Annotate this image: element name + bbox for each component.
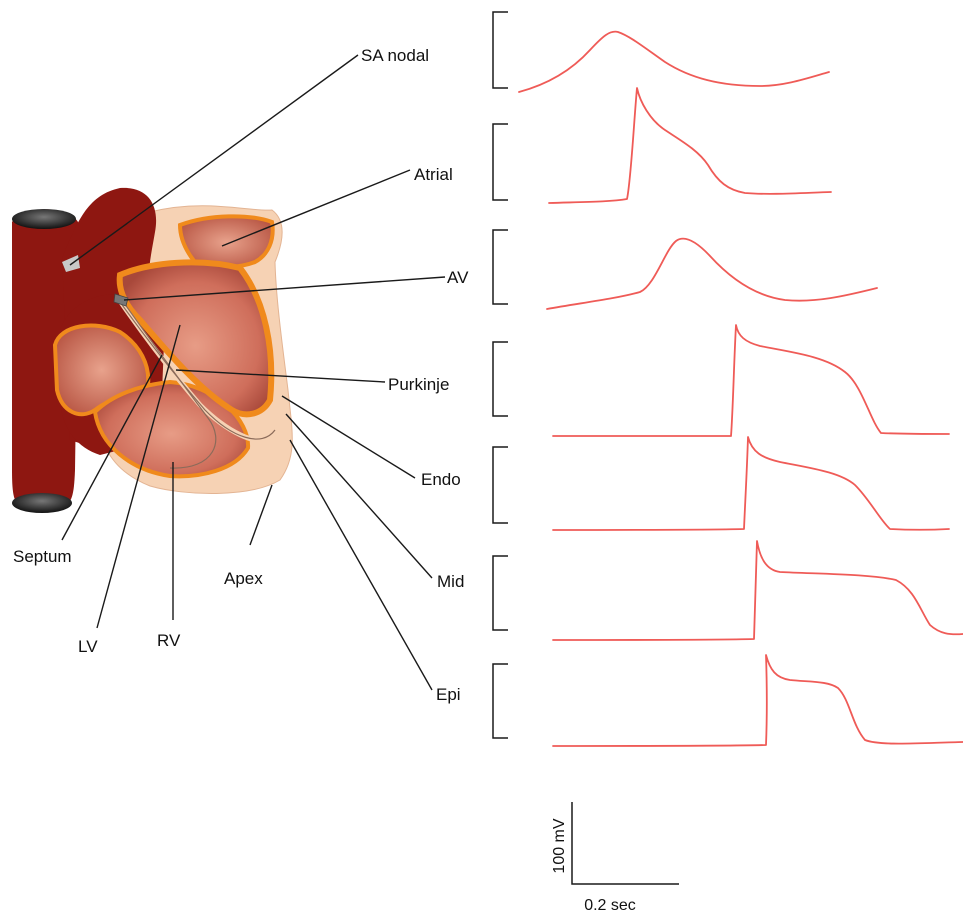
label-septum: Septum bbox=[13, 547, 72, 566]
scale-bar-axes bbox=[572, 802, 679, 884]
label-apex: Apex bbox=[224, 569, 263, 588]
label-endo: Endo bbox=[421, 470, 461, 489]
scale-bar: 100 mV 0.2 sec bbox=[551, 802, 679, 914]
bracket-sa-nodal bbox=[493, 12, 508, 88]
trace-av bbox=[547, 239, 877, 309]
leader-apex bbox=[250, 485, 272, 545]
label-atrial: Atrial bbox=[414, 165, 453, 184]
scale-bar-time-label: 0.2 sec bbox=[584, 897, 636, 914]
trace-epi bbox=[553, 655, 963, 746]
label-av: AV bbox=[447, 268, 469, 287]
leader-epi bbox=[290, 440, 432, 690]
trace-endo bbox=[553, 437, 949, 530]
trace-sa-nodal bbox=[519, 32, 829, 92]
bracket-mid bbox=[493, 556, 508, 630]
trace-mid bbox=[553, 541, 963, 640]
trace-purkinje bbox=[553, 325, 949, 436]
label-lv: LV bbox=[78, 637, 98, 656]
bracket-purkinje bbox=[493, 342, 508, 416]
heart-illustration bbox=[12, 188, 292, 513]
vessel-opening-bottom bbox=[12, 493, 72, 513]
action-potential-traces bbox=[519, 32, 963, 746]
leader-atrial bbox=[222, 170, 410, 246]
label-rv: RV bbox=[157, 631, 181, 650]
label-purkinje: Purkinje bbox=[388, 375, 449, 394]
bracket-av bbox=[493, 230, 508, 304]
trace-atrial bbox=[549, 88, 831, 203]
scale-bar-voltage-label: 100 mV bbox=[551, 818, 568, 873]
bracket-atrial bbox=[493, 124, 508, 200]
voltage-brackets bbox=[493, 12, 508, 738]
leader-mid bbox=[286, 414, 432, 578]
bracket-epi bbox=[493, 664, 508, 738]
bracket-endo bbox=[493, 447, 508, 523]
vessel-opening-top bbox=[12, 209, 76, 229]
label-epi: Epi bbox=[436, 685, 461, 704]
label-mid: Mid bbox=[437, 572, 464, 591]
leader-endo bbox=[282, 396, 415, 478]
label-sa-nodal: SA nodal bbox=[361, 46, 429, 65]
